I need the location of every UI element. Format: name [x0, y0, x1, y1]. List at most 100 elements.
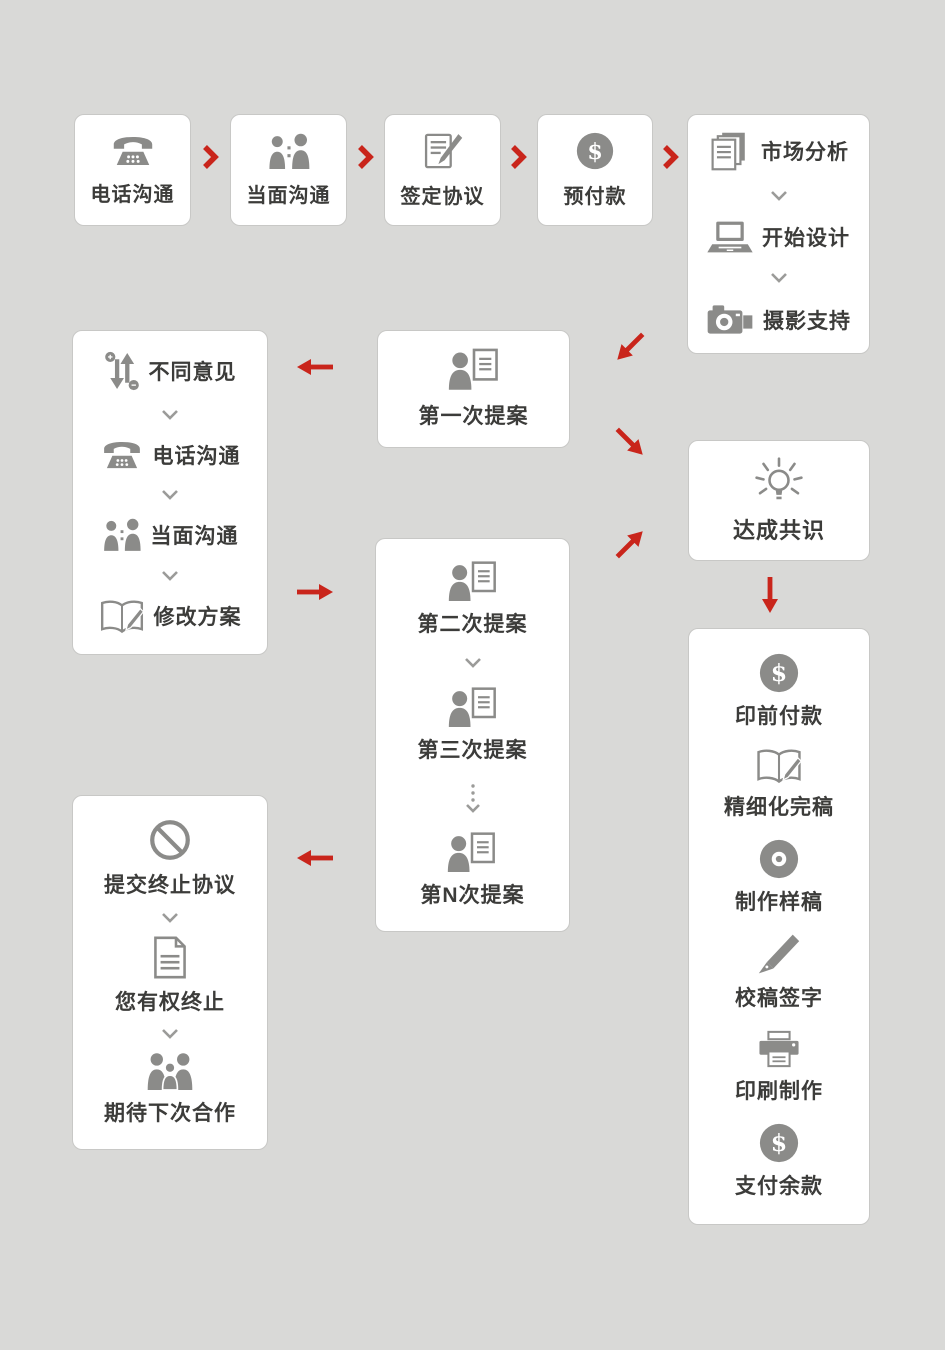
person-document-icon — [448, 348, 500, 390]
arrow-consensus-to-production — [761, 576, 779, 614]
person-document-icon — [448, 687, 498, 727]
step-label: 印刷制作 — [735, 1080, 823, 1104]
documents-stack-icon — [708, 131, 752, 171]
chevron-down-icon — [464, 657, 482, 668]
step-photography-support: 摄影支持 — [706, 302, 851, 337]
arrow-iterations-to-consensus — [610, 524, 650, 564]
node-label: 电话沟通 — [90, 183, 175, 206]
dollar-icon — [759, 1123, 799, 1163]
node-termination-phase: 提交终止协议 您有权终止 期待下次合作 — [72, 795, 268, 1150]
arrow-design-to-first-proposal — [610, 327, 650, 367]
dollar-icon — [759, 653, 799, 693]
arrow-phone-to-meeting — [202, 144, 219, 170]
chevron-down-icon — [161, 570, 179, 581]
step-label: 第N次提案 — [420, 884, 525, 907]
node-label: 当面沟通 — [246, 184, 331, 207]
camera-icon — [706, 302, 754, 337]
people-talk-icon — [267, 133, 311, 169]
arrow-first-proposal-to-consensus — [610, 422, 650, 462]
step-right-to-terminate: 您有权终止 — [115, 936, 225, 1016]
node-revision-loop: 不同意见 电话沟通 当面沟通 修改方案 — [72, 330, 268, 655]
node-production-phase: 印前付款 精细化完稿 制作样稿 校稿签字 印刷制作 支付余款 — [688, 628, 870, 1225]
node-sign-agreement: 签定协议 — [384, 114, 501, 226]
step-market-analysis: 市场分析 — [708, 131, 849, 171]
node-consensus: 达成共识 — [688, 440, 870, 561]
chevron-down-icon — [770, 190, 788, 201]
dollar-icon — [576, 132, 614, 170]
chevron-down-icon — [770, 272, 788, 283]
people-talk-icon — [102, 518, 142, 551]
step-label: 提交终止协议 — [104, 874, 236, 897]
vote-arrows-icon — [104, 351, 140, 391]
ban-icon — [148, 818, 192, 862]
step-refine-final-draft: 精细化完稿 — [724, 748, 834, 821]
arrow-agreement-to-payment — [510, 144, 527, 170]
step-label: 电话沟通 — [152, 444, 241, 468]
node-meeting-communication: 当面沟通 — [230, 114, 347, 226]
book-pen-icon — [99, 599, 145, 634]
step-label: 不同意见 — [148, 361, 237, 384]
fountain-pen-icon — [757, 933, 801, 975]
node-label: 签定协议 — [400, 185, 485, 208]
step-start-design: 开始设计 — [707, 220, 850, 254]
phone-icon — [109, 134, 157, 168]
arrow-revision-to-iterations — [296, 583, 334, 601]
step-label: 修改方案 — [153, 606, 242, 630]
dotted-chevron-icon — [464, 783, 482, 813]
person-document-icon — [447, 832, 497, 872]
step-label: 第二次提案 — [417, 613, 528, 636]
phone-icon — [100, 439, 144, 471]
family-icon — [146, 1052, 194, 1090]
step-proof-sign: 校稿签字 — [735, 933, 823, 1012]
arrow-first-proposal-to-revision — [296, 358, 334, 376]
arrow-iterations-to-termination — [296, 849, 334, 867]
printer-icon — [757, 1030, 801, 1068]
disc-icon — [759, 839, 799, 879]
arrow-payment-to-design — [662, 144, 679, 170]
node-label: 预付款 — [563, 185, 627, 208]
node-label: 第一次提案 — [418, 405, 529, 428]
document-icon — [152, 936, 188, 979]
step-third-proposal: 第三次提案 — [418, 687, 528, 764]
book-pen-icon — [755, 748, 803, 784]
step-label: 精细化完稿 — [724, 795, 834, 819]
step-print-production: 印刷制作 — [735, 1030, 823, 1105]
step-next-cooperation: 期待下次合作 — [104, 1052, 236, 1127]
step-label: 第三次提案 — [417, 739, 528, 762]
step-label: 开始设计 — [762, 226, 850, 250]
node-first-proposal: 第一次提案 — [377, 330, 570, 448]
step-label: 制作样稿 — [735, 890, 823, 914]
contract-pen-icon — [423, 132, 463, 170]
step-disagreement: 不同意见 — [104, 351, 237, 391]
step-second-proposal: 第二次提案 — [418, 561, 528, 638]
chevron-down-icon — [161, 409, 179, 420]
step-make-sample: 制作样稿 — [735, 839, 823, 916]
step-nth-proposal: 第N次提案 — [420, 832, 524, 909]
laptop-icon — [707, 220, 753, 254]
lightbulb-icon — [751, 457, 807, 507]
step-label: 当面沟通 — [150, 524, 239, 548]
step-label: 印前付款 — [735, 705, 823, 728]
step-label: 支付余款 — [735, 1174, 823, 1198]
step-label: 校稿签字 — [735, 987, 823, 1011]
node-design-phase: 市场分析 开始设计 摄影支持 — [687, 114, 870, 354]
node-phone-communication: 电话沟通 — [74, 114, 191, 226]
chevron-down-icon — [161, 489, 179, 500]
step-label: 期待下次合作 — [104, 1102, 236, 1125]
step-label: 市场分析 — [761, 141, 849, 164]
arrow-meeting-to-agreement — [357, 144, 374, 170]
step-submit-termination: 提交终止协议 — [104, 818, 236, 899]
step-prepress-payment: 印前付款 — [735, 653, 823, 730]
person-document-icon — [448, 561, 498, 601]
step-label: 摄影支持 — [763, 309, 851, 333]
step-phone-communication: 电话沟通 — [100, 439, 241, 471]
step-revise-plan: 修改方案 — [99, 599, 242, 634]
step-label: 您有权终止 — [115, 990, 225, 1014]
node-advance-payment: 预付款 — [537, 114, 653, 226]
chevron-down-icon — [161, 1028, 179, 1039]
node-label: 达成共识 — [732, 517, 825, 543]
step-pay-balance: 支付余款 — [735, 1123, 823, 1200]
step-meeting-communication: 当面沟通 — [102, 518, 239, 551]
chevron-down-icon — [161, 912, 179, 923]
